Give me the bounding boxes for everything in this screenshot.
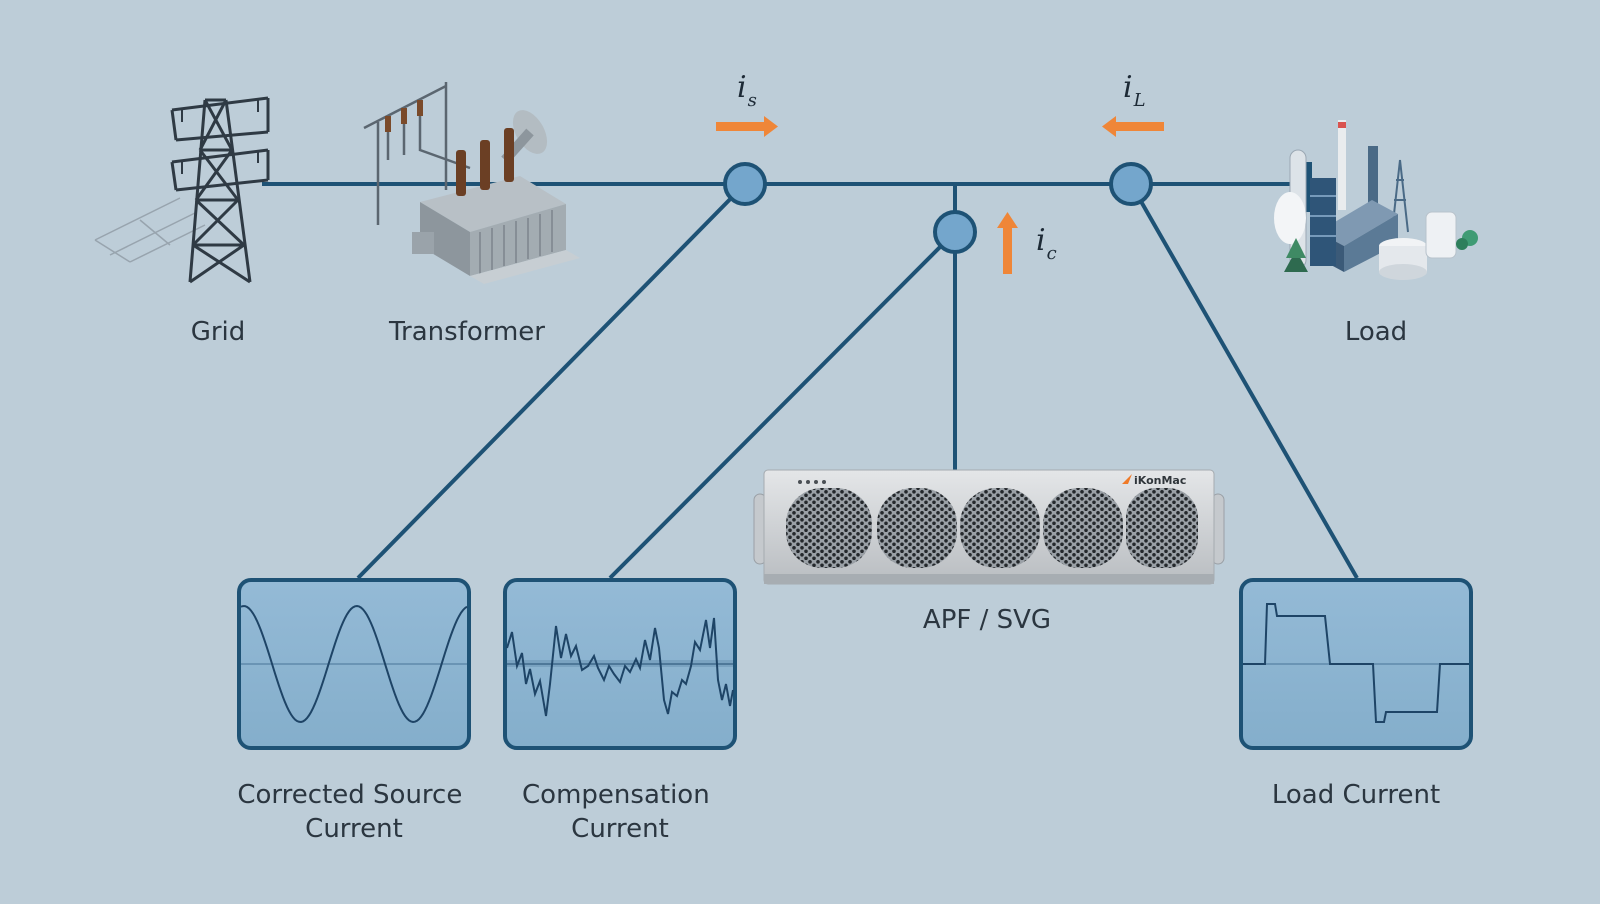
load-waveform [1243,603,1469,723]
load-current-scope [1239,578,1473,750]
device-brand: iKonMac [1134,474,1186,487]
transformer-label: Transformer [388,317,545,347]
sine-waveform [240,604,468,724]
load-label: Load [1345,317,1407,347]
source-current-label: Corrected Source Current [237,780,470,844]
compensation-current-scope [503,578,737,750]
source-node [723,162,767,206]
current-arrows [716,116,1164,274]
brand-logo-icon [1122,474,1132,484]
source-current-scope [237,578,471,750]
factory-icon [1274,120,1478,280]
compensation-current-arrow-up [997,212,1018,274]
transformer-icon [363,82,580,284]
source-current-symbol: is [737,70,757,111]
load-current-symbol: iL [1123,70,1146,111]
source-current-arrow-right [716,116,778,137]
load-current-arrow-left [1102,116,1164,137]
load-probe-line [1129,183,1359,579]
bus-nodes [723,162,1153,254]
compensation-waveform [506,617,734,717]
load-node [1109,162,1153,206]
compensation-current-symbol: ic [1036,223,1057,264]
source-probe-line [356,182,747,580]
grid-tower-icon [94,96,270,284]
compensation-probe-line [608,230,957,580]
compensation-current-label: Compensation Current [522,780,718,844]
apf-svg-device: iKonMac [753,469,1225,585]
compensation-node [933,210,977,254]
load-current-label: Load Current [1272,780,1440,810]
grid-label: Grid [191,317,246,347]
device-label: APF / SVG [923,605,1051,635]
